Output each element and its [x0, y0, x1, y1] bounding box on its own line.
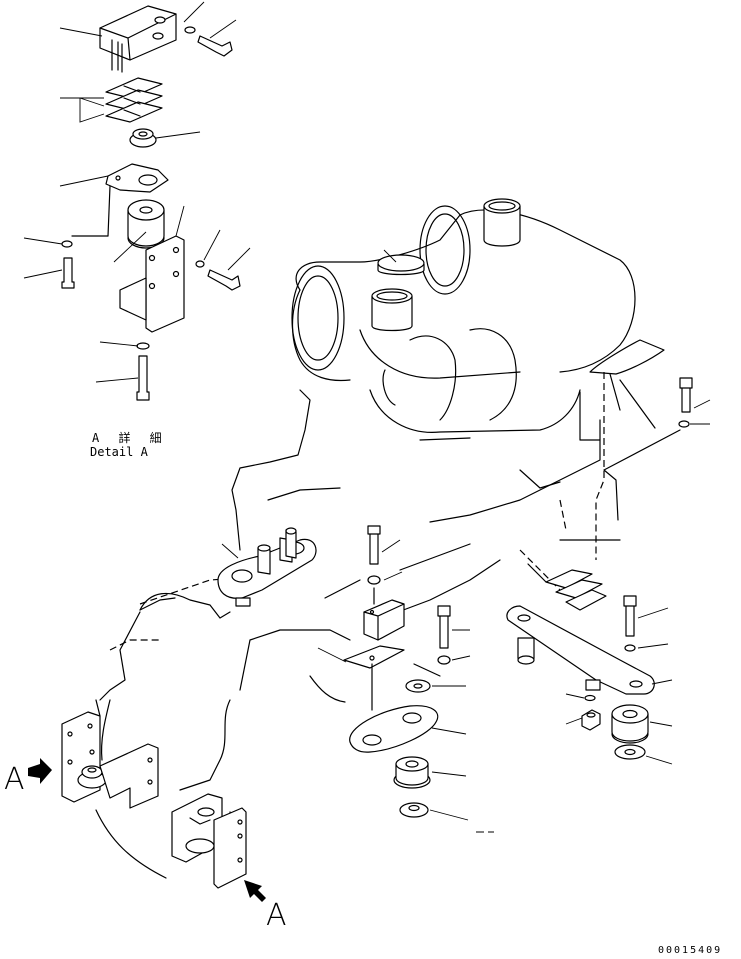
- washer-right-upper: [624, 643, 669, 652]
- left-rear-mount: [61, 699, 159, 809]
- bolt-right-top: [679, 377, 711, 413]
- front-engine-mount: [217, 527, 317, 607]
- engine-block-outline: [95, 198, 665, 879]
- bolt-right-upper: [623, 595, 669, 637]
- upper-bracket: [99, 5, 177, 73]
- block-bracket-center: [363, 599, 405, 641]
- nut-detail: [129, 128, 157, 148]
- bolt-center-lower: [437, 605, 470, 649]
- plate-center-large: [349, 705, 467, 753]
- nut-right: [565, 709, 601, 731]
- shim-stack: [105, 77, 163, 123]
- rubber-cushion-center: [393, 756, 467, 789]
- bottom-washer-right: [614, 744, 673, 765]
- intake-pipe-front: [371, 288, 413, 332]
- mount-plate-detail: [105, 163, 169, 237]
- detail-leader-lines: [23, 1, 251, 383]
- rubber-cushion-right: [611, 704, 673, 744]
- view-arrow-bottom: [244, 880, 266, 902]
- center-mount-stack: [317, 525, 494, 833]
- bolt-center-upper: [367, 525, 401, 565]
- shim-right: [527, 563, 607, 611]
- washer-and-bolt-left: [61, 235, 109, 289]
- right-engine-mount: [506, 377, 711, 765]
- small-plate-center: [317, 645, 405, 669]
- washer-center-upper: [367, 571, 403, 585]
- detail-label-english: Detail A: [90, 445, 148, 459]
- intake-pipe-rear: [483, 198, 521, 247]
- bottom-rear-mount: [171, 793, 247, 889]
- detail-label-japanese: A 詳 細: [92, 431, 168, 445]
- washer-and-long-bolt: [136, 342, 150, 401]
- drawing-number: 00015409: [658, 945, 723, 956]
- washer-center-lower: [437, 655, 471, 665]
- mount-arm-right: [506, 605, 673, 695]
- view-marker-left: A: [4, 762, 25, 797]
- rubber-cushion-detail: [127, 199, 165, 249]
- washer-and-bolt-right: [195, 260, 241, 291]
- washer-and-bolt-upper: [184, 26, 233, 57]
- l-bracket-detail: [119, 235, 185, 333]
- view-marker-bottom: A: [266, 898, 287, 933]
- detail-a-exploded-view: [23, 1, 251, 401]
- washer-right-top: [678, 420, 710, 428]
- washer-right-lower: [565, 693, 596, 702]
- bottom-washer-center: [399, 802, 469, 821]
- cap: [377, 249, 425, 276]
- air-cleaner-assembly: [291, 205, 665, 433]
- thin-washer-center: [405, 679, 466, 693]
- view-arrow-left: [28, 758, 52, 784]
